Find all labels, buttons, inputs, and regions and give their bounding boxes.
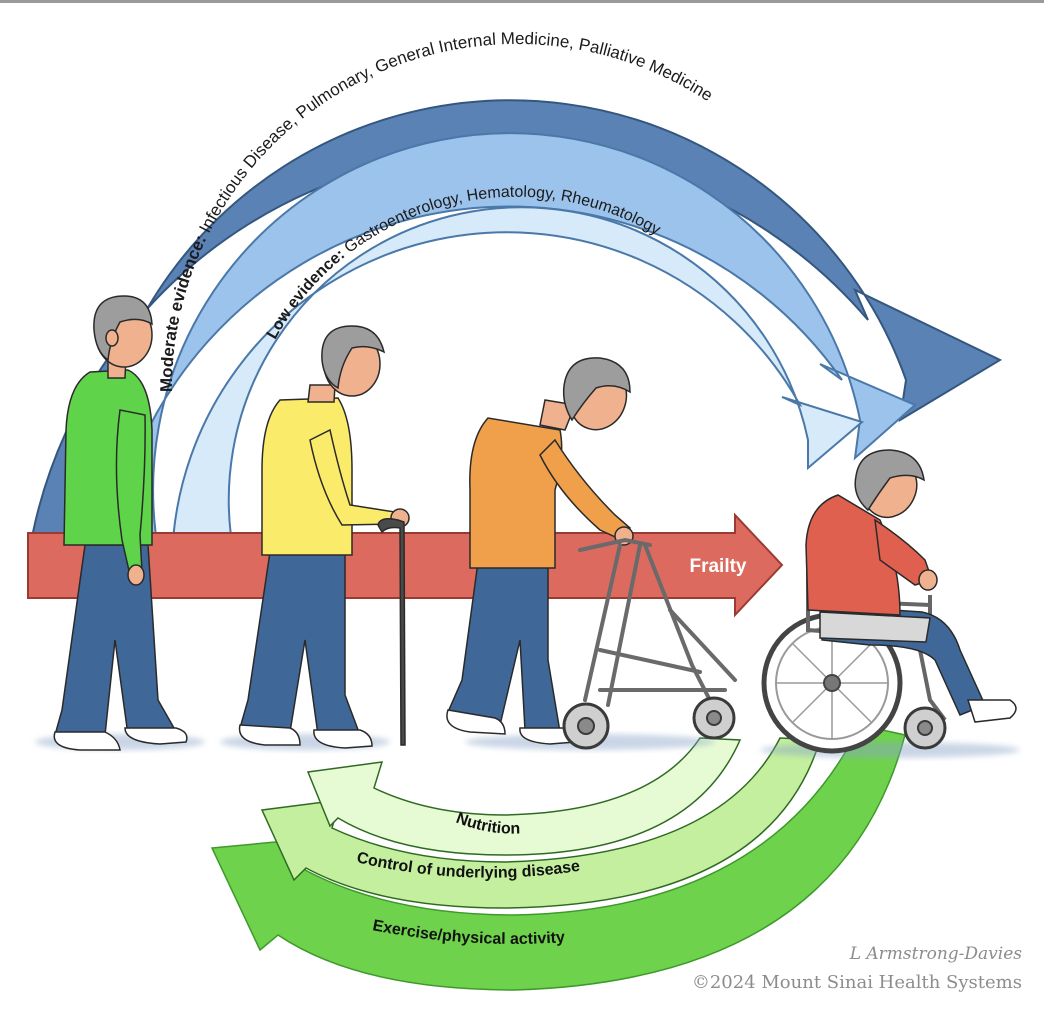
credit-author: L Armstrong-Davies <box>849 944 1022 964</box>
top-border <box>0 0 1044 3</box>
person-independent <box>53 295 188 751</box>
person-with-walker <box>446 357 634 745</box>
credit-copyright: ©2024 Mount Sinai Health Systems <box>691 972 1022 993</box>
nutrition-arc <box>306 737 742 856</box>
wheelchair <box>761 570 947 754</box>
moderate-evidence-arc <box>107 132 917 599</box>
low-evidence-arc <box>171 206 865 599</box>
exercise-arc <box>210 724 906 991</box>
walker <box>562 537 737 750</box>
control-disease-arc <box>260 737 821 909</box>
frailty-label: Frailty <box>689 556 746 577</box>
high-evidence-arc <box>27 99 1003 599</box>
person-in-wheelchair <box>805 449 1017 723</box>
person-with-cane <box>238 325 410 749</box>
intervention-arcs: Nutrition Control of underlying disease … <box>210 724 906 991</box>
frailty-arrow: Frailty <box>27 512 784 618</box>
